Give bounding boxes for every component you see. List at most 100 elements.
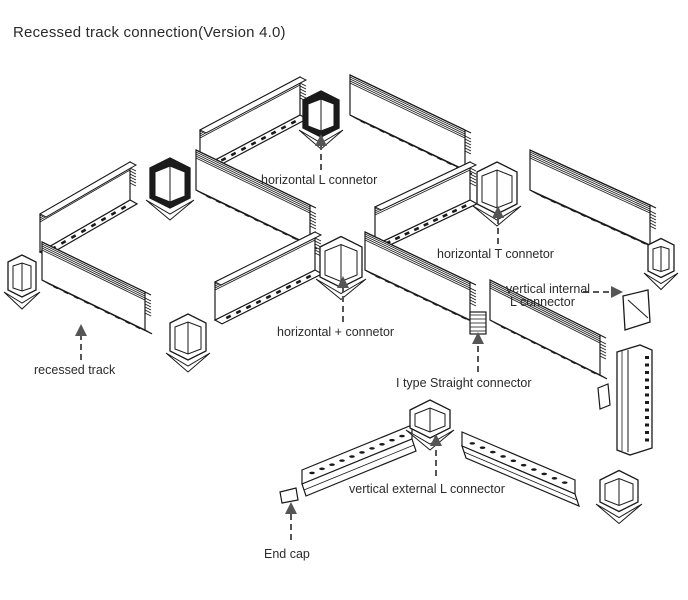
track-end-hatch (649, 222, 657, 227)
track-end-hatch (469, 296, 477, 301)
label-end-cap: End cap (264, 547, 310, 561)
label-horizontal-plus-connector: horizontal + connetor (277, 325, 395, 339)
track-end-hatch (144, 312, 152, 317)
vertical-external-track-left (301, 424, 417, 497)
horizontal-t-connector (472, 161, 522, 227)
track-top (38, 161, 138, 218)
mounting-hole (285, 284, 292, 290)
vertical-corner-piece (595, 469, 643, 525)
track-end-hatch (144, 306, 152, 311)
track-top (195, 149, 317, 209)
mounting-hole (389, 438, 395, 442)
track-rail-line (349, 78, 466, 135)
mounting-hole (645, 401, 649, 404)
track-rail-line (349, 76, 466, 133)
track-end-hatch (129, 170, 137, 175)
mounting-hole (290, 119, 297, 125)
mounting-hole (250, 141, 257, 146)
mounting-hole (461, 204, 467, 209)
track-end-hatch (469, 170, 477, 175)
track-end-hatch (469, 302, 477, 307)
recessed-track-segment (349, 74, 473, 175)
recessed-track-segment (489, 279, 608, 380)
label-vertical-external-l-connector: vertical external L connector (349, 482, 505, 496)
recessed-track-segment (529, 149, 658, 250)
arrows-group (75, 134, 623, 540)
track-end-hatch (309, 216, 317, 221)
mounting-hole (394, 235, 401, 241)
track-rail-line (41, 249, 146, 301)
track-end-hatch (469, 290, 477, 295)
vertical-internal-l-connector (622, 289, 651, 331)
recessed-track-segment (41, 241, 153, 335)
track-end-hatch (649, 210, 657, 215)
track-top (364, 231, 477, 286)
track-end-hatch (649, 216, 657, 221)
mounting-hole (645, 438, 649, 442)
mounting-hole (404, 231, 410, 236)
connectors-group (3, 90, 679, 525)
mounting-hole (442, 213, 448, 218)
mounting-hole (413, 226, 420, 232)
horizontal-l-connector (298, 90, 344, 150)
track-top (213, 231, 323, 286)
track-rail-line (364, 233, 471, 285)
track-end-hatch (469, 293, 477, 298)
track-end-hatch (129, 167, 137, 172)
track-end-hatch (299, 85, 307, 90)
mounting-hole (90, 222, 97, 228)
label-vertical-internal-l-line1: vertical internal (506, 282, 591, 296)
track-end-hatch (599, 355, 607, 360)
track-rail-line (364, 237, 471, 289)
track-rail-line (41, 243, 146, 295)
track-top (41, 241, 152, 296)
mounting-hole (329, 463, 335, 467)
page-title: Recessed track connection(Version 4.0) (13, 24, 286, 41)
track-rail-line (195, 155, 311, 212)
track-rail-line (489, 285, 601, 342)
mounting-hole (309, 471, 315, 475)
track-rail-line (529, 151, 651, 208)
track-end-hatch (309, 219, 317, 224)
track-end-hatch (469, 167, 477, 172)
track-end-hatch (309, 213, 317, 218)
track-end-connector-right (643, 237, 679, 291)
track-end-hatch (469, 173, 477, 178)
mounting-hole (339, 459, 345, 462)
corner-l-connector-bottom (165, 313, 211, 373)
label-vertical-internal-l-line2: L connector (510, 295, 575, 309)
track-end-hatch (129, 176, 137, 181)
track-end-hatch (464, 135, 472, 140)
mounting-hole (369, 447, 375, 450)
mounting-hole (225, 314, 232, 320)
track-rail-line (195, 153, 311, 210)
mounting-hole (305, 274, 312, 280)
track-end-hatch (599, 340, 607, 345)
track-rail-line (529, 153, 651, 210)
track-top (349, 74, 472, 134)
mounting-hole (319, 467, 325, 471)
mounting-hole (531, 468, 537, 471)
horizontal-plus-connector (315, 235, 367, 301)
track-end-hatch (314, 237, 322, 242)
track-end-hatch (464, 138, 472, 143)
mounting-hole (270, 130, 277, 136)
track-rail-line (374, 169, 471, 216)
vertical-external-track-right (461, 431, 580, 508)
end-cap-right (597, 383, 611, 410)
track-end-hatch (469, 299, 477, 304)
recessed-track-segment (364, 231, 478, 325)
track-top (489, 279, 607, 339)
mounting-hole (510, 459, 517, 463)
label-horizontal-t-connector: horizontal T connetor (437, 247, 554, 261)
track-rail-line (195, 157, 311, 214)
mounting-hole (645, 386, 649, 389)
track-rail-line (41, 247, 146, 299)
mounting-hole (100, 216, 107, 222)
track-end-hatch (649, 225, 657, 230)
track-end-hatch (599, 346, 607, 351)
track-end-hatch (309, 225, 317, 230)
mounting-hole (645, 408, 649, 412)
